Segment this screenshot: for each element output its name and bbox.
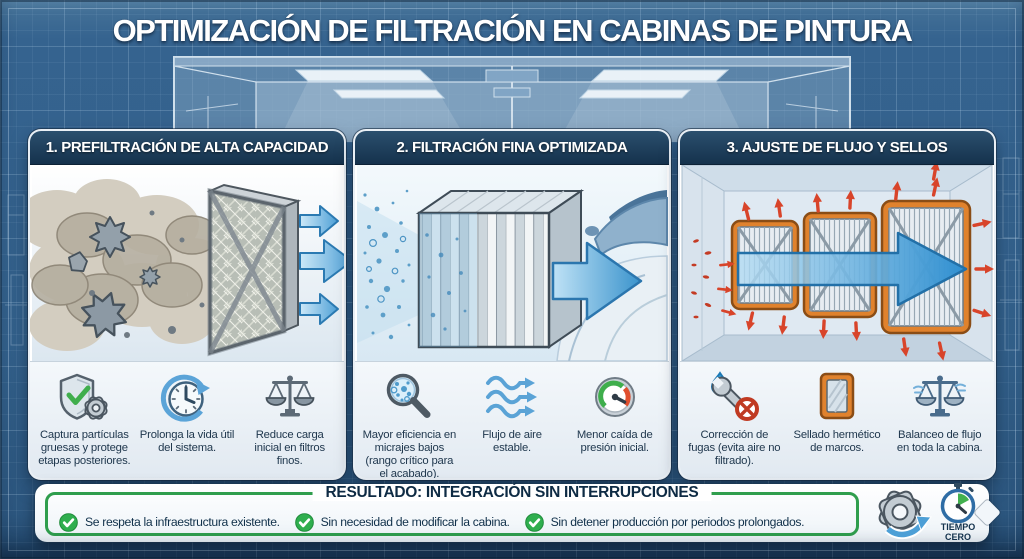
result-item: Sin detener producción por periodos prol… (524, 512, 805, 532)
result-icons: TIEMPO CERO (853, 483, 979, 543)
panel-3-header: 3. AJUSTE DE FLUJO Y SELLOS (680, 131, 994, 165)
seals-illustration (681, 165, 994, 361)
tiempo-cero-badge: TIEMPO CERO (937, 483, 979, 543)
airflow-icon (483, 371, 541, 423)
clean-air-arrows (299, 205, 344, 325)
flow-balance-icon (912, 371, 967, 423)
blueprint-sketch-right (1000, 157, 1022, 351)
result-bar: RESULTADO: INTEGRACIÓN SIN INTERRUPCIONE… (35, 483, 1001, 543)
benefit-caption: Menor caída de presión inicial. (576, 429, 653, 454)
panel-1-header: 1. PREFILTRACIÓN DE ALTA CAPACIDAD (30, 131, 344, 165)
panel-2-benefits: Mayor eficiencia en micrajes bajos (rang… (355, 361, 669, 478)
gear-process-icon (878, 490, 932, 540)
panel-1-illustration (30, 165, 344, 361)
result-items: Se respeta la infraestructura existente.… (59, 504, 849, 540)
pressure-gauge-icon (588, 371, 642, 423)
panel-3-benefits: Corrección de fugas (evita aire no filtr… (680, 361, 994, 478)
check-icon (59, 512, 78, 532)
benefit-item: Reduce carga inicial en filtros finos. (238, 371, 341, 474)
panel-3-illustration (680, 165, 994, 361)
panel-1-benefits: Captura partículas gruesas y protege eta… (30, 361, 344, 478)
panel-2-header: 2. FILTRACIÓN FINA OPTIMIZADA (355, 131, 669, 165)
benefit-caption: Balanceo de flujo en toda la cabina. (896, 429, 983, 454)
balanced-flow-arrow (736, 231, 968, 307)
result-item-text: Sin necesidad de modificar la cabina. (320, 515, 510, 529)
benefit-item: Prolonga la vida útil del sistema. (136, 371, 239, 474)
spray-droplets (363, 189, 411, 340)
prefilter-illustration (30, 165, 344, 361)
benefit-item: Corrección de fugas (evita aire no filtr… (683, 371, 786, 474)
benefit-caption: Corrección de fugas (evita aire no filtr… (688, 429, 781, 467)
benefit-item: Mayor eficiencia en micrajes bajos (rang… (358, 371, 461, 478)
result-title: RESULTADO: INTEGRACIÓN SIN INTERRUPCIONE… (312, 485, 712, 501)
leak-fix-icon (707, 371, 761, 423)
benefit-item: Captura partículas gruesas y protege eta… (33, 371, 136, 474)
benefit-caption: Reduce carga inicial en filtros finos. (254, 429, 325, 467)
magnifier-particles-icon (382, 371, 436, 423)
balance-scale-icon (263, 371, 317, 423)
fine-filter-illustration (357, 165, 668, 361)
result-item: Sin necesidad de modificar la cabina. (294, 512, 510, 532)
result-item-text: Sin detener producción por periodos prol… (550, 515, 805, 529)
leak-flecks (691, 239, 739, 320)
benefit-item: Balanceo de flujo en toda la cabina. (888, 371, 991, 474)
page-title: OPTIMIZACIÓN DE FILTRACIÓN EN CABINAS DE… (112, 13, 913, 48)
benefit-item: Menor caída de presión inicial. (563, 371, 666, 478)
sealed-frame-icon (810, 371, 864, 423)
check-icon (294, 512, 314, 532)
panel-2-illustration (355, 165, 669, 361)
result-item-text: Se respeta la infraestructura existente. (85, 515, 280, 529)
panel-ajuste-flujo: 3. AJUSTE DE FLUJO Y SELLOS (680, 131, 994, 478)
benefit-item: Sellado hermético de marcos. (786, 371, 889, 474)
panel-prefiltracion: 1. PREFILTRACIÓN DE ALTA CAPACIDAD (30, 131, 344, 478)
clock-refresh-icon (160, 371, 214, 423)
check-icon (524, 512, 544, 532)
stopwatch-icon (940, 483, 976, 524)
benefit-caption: Prolonga la vida útil del sistema. (139, 429, 235, 454)
pleated-filter (415, 189, 585, 349)
badge-line-2: CERO (944, 532, 971, 542)
booth-blueprint-drawing (173, 56, 851, 142)
result-item: Se respeta la infraestructura existente. (59, 512, 280, 532)
prefilter-panel (206, 183, 302, 357)
benefit-caption: Captura partículas gruesas y protege eta… (38, 429, 131, 467)
benefit-caption: Mayor eficiencia en micrajes bajos (rang… (362, 429, 457, 478)
benefit-item: Flujo de aire estable. (461, 371, 564, 478)
benefit-caption: Sellado hermético de marcos. (793, 429, 881, 454)
badge-line-1: TIEMPO (940, 522, 976, 533)
airflow-arrow (551, 241, 643, 321)
panel-filtracion-fina: 2. FILTRACIÓN FINA OPTIMIZADA (355, 131, 669, 478)
benefit-caption: Flujo de aire estable. (482, 429, 542, 454)
blueprint-sketch-left (5, 194, 27, 346)
shield-check-gear-icon (57, 371, 111, 423)
coarse-particles (68, 210, 205, 339)
